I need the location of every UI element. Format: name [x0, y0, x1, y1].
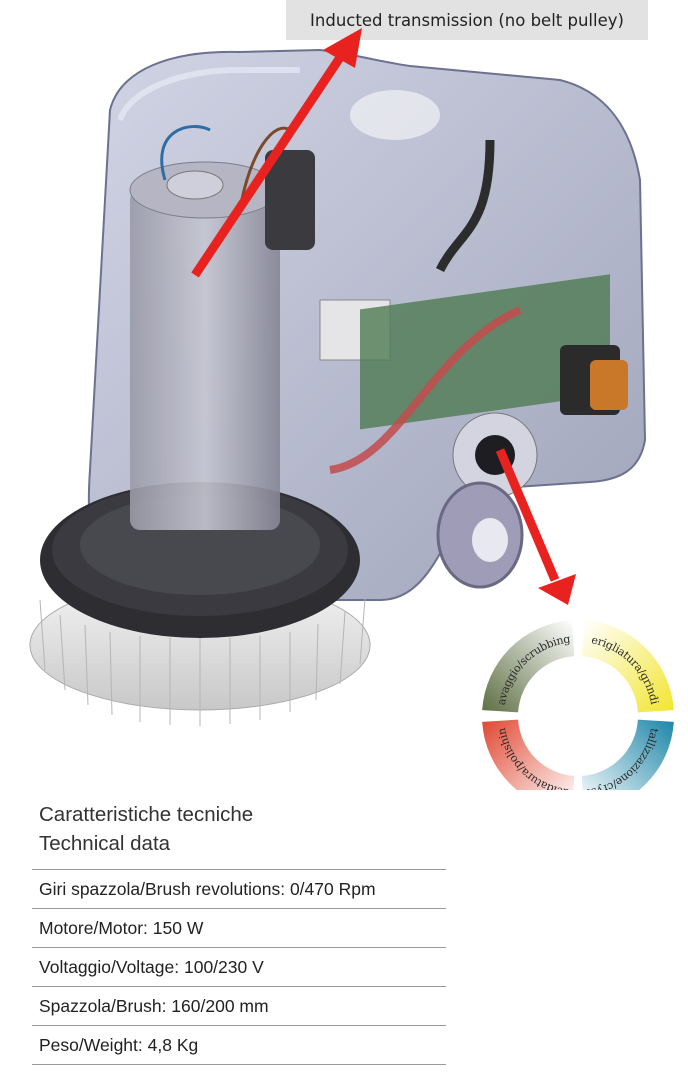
spec-row-brush-revolutions: Giri spazzola/Brush revolutions: 0/470 R… — [32, 869, 446, 908]
transmission-callout-text: Inducted transmission (no belt pulley) — [310, 10, 624, 30]
spec-row-brush-size: Spazzola/Brush: 160/200 mm — [32, 986, 446, 1025]
ring-segment-scrubbing — [482, 620, 575, 713]
transmission-callout: Inducted transmission (no belt pulley) — [286, 0, 648, 40]
title-italian: Caratteristiche tecniche — [39, 803, 254, 826]
electronics-board — [319, 139, 628, 474]
arrow-to-callout — [191, 28, 362, 278]
transport-wheel — [436, 481, 524, 589]
technical-data-title: Caratteristiche tecniche Technical data — [39, 800, 253, 858]
arrow-to-ring — [495, 448, 576, 605]
spec-row-voltage: Voltaggio/Voltage: 100/230 V — [32, 947, 446, 986]
motor — [129, 125, 315, 530]
spec-row-motor: Motore/Motor: 150 W — [32, 908, 446, 947]
spec-row-weight: Peso/Weight: 4,8 Kg — [32, 1025, 446, 1065]
technical-data-table: Giri spazzola/Brush revolutions: 0/470 R… — [32, 869, 446, 1065]
ring-segment-grinding — [581, 620, 674, 713]
ring-segment-polishing — [482, 719, 575, 790]
title-english: Technical data — [39, 832, 171, 855]
ring-segment-crystallization — [581, 719, 674, 790]
machine-illustration: lavaggio/scrubbingsmerigliatura/grinding… — [0, 0, 674, 790]
